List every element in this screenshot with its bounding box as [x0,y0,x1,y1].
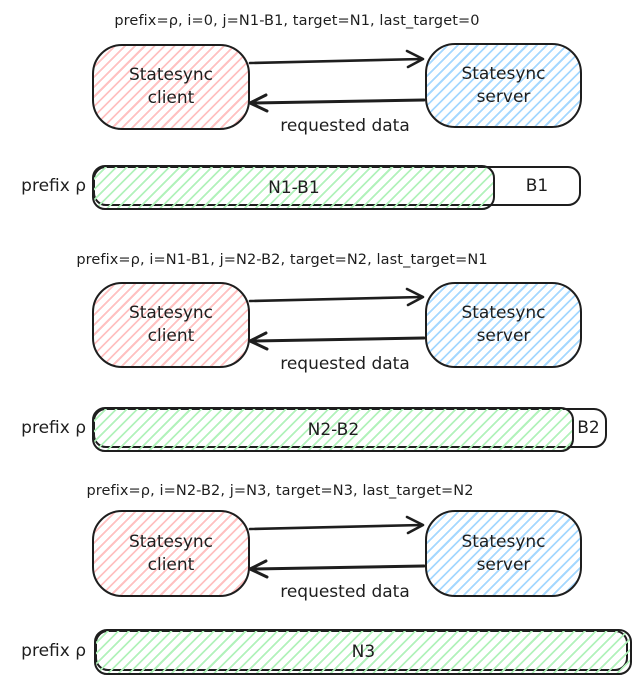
statesync-server-label: Statesync server [461,63,546,107]
requested-data-label: requested data [280,354,410,374]
phase-title: prefix=ρ, i=0, j=N1-B1, target=N1, last_… [114,13,480,29]
prefix-label: prefix ρ [21,641,86,661]
state-bar: N3 [94,629,633,676]
synced-range-label: N2-B2 [307,419,360,440]
remaining-range-label: B1 [525,175,549,196]
statesync-server-box: Statesync server [425,43,582,128]
statesync-client-label: Statesync client [128,65,214,108]
statesync-client-box: Statesync client [92,282,250,368]
state-bar: N1-B1 B1 [92,165,581,211]
response-arrow [248,559,426,579]
statesync-server-box: Statesync server [425,282,582,368]
synced-range: N2-B2 [92,407,575,453]
statesync-server-label: Statesync server [461,531,546,575]
prefix-label: prefix ρ [21,176,86,196]
synced-range: N3 [94,629,633,676]
request-arrow [248,287,425,307]
requested-data-label: requested data [280,116,410,136]
statesync-server-box: Statesync server [425,510,582,597]
request-arrow [248,515,425,535]
requested-data-label: requested data [280,582,410,602]
phase-title: prefix=ρ, i=N1-B1, j=N2-B2, target=N2, l… [76,252,488,268]
message-arrows [248,515,426,579]
synced-range-label: N1-B1 [268,177,320,198]
response-arrow [248,331,426,351]
statesync-client-box: Statesync client [92,510,250,597]
synced-range-label: N3 [351,642,376,663]
statesync-client-label: Statesync client [128,531,214,575]
response-arrow [248,93,426,113]
statesync-server-label: Statesync server [461,303,546,346]
message-arrows [248,287,426,351]
state-bar: N2-B2 B2 [92,407,607,453]
synced-range: N1-B1 [92,165,496,211]
phase-title: prefix=ρ, i=N2-B2, j=N3, target=N3, last… [86,483,474,499]
remaining-range-label: B2 [577,417,600,438]
statesync-client-box: Statesync client [92,44,250,130]
request-arrow [248,49,425,69]
statesync-client-label: Statesync client [128,303,214,346]
prefix-label: prefix ρ [21,418,86,438]
message-arrows [248,49,426,113]
